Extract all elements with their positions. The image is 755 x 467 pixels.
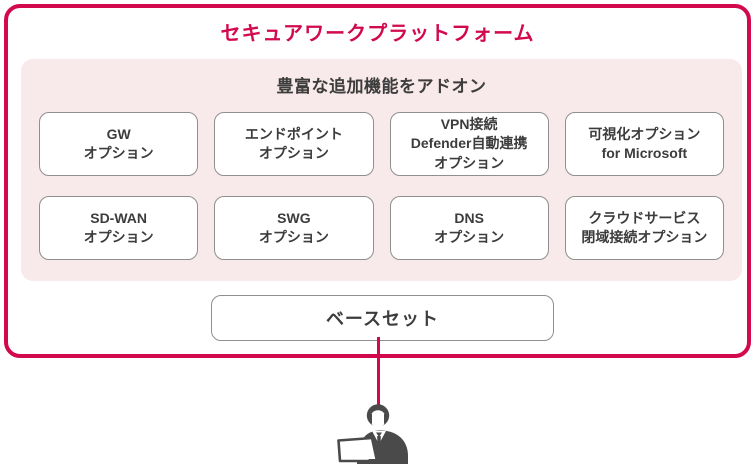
option-box-sd-wan: SD-WAN オプション [39,196,199,260]
option-box-swg: SWG オプション [214,196,374,260]
option-grid: GW オプション エンドポイント オプション VPN接続 Defender自動連… [39,112,724,260]
connector-line [377,337,380,406]
laptop-screen [337,436,379,463]
laptop-base [368,459,393,464]
platform-card: セキュアワークプラットフォーム 豊富な追加機能をアドオン GW オプション エン… [4,4,751,358]
option-box-vpn-defender: VPN接続 Defender自動連携 オプション [389,112,549,176]
person-face [370,410,386,428]
addon-panel: 豊富な追加機能をアドオン GW オプション エンドポイント オプション VPN接… [21,59,742,281]
option-box-endpoint: エンドポイント オプション [214,112,374,176]
base-set-box: ベースセット [211,295,554,341]
addon-panel-title: 豊富な追加機能をアドオン [276,77,487,96]
option-box-cloud-private-connect: クラウドサービス 閉域接続オプション [564,196,724,260]
person-tie [376,432,382,451]
platform-title: セキュアワークプラットフォーム [220,23,535,45]
option-box-visualization-for-microsoft: 可視化オプション for Microsoft [564,112,724,176]
option-box-gw: GW オプション [39,112,199,176]
option-box-dns: DNS オプション [389,196,549,260]
user-with-laptop-icon [337,404,408,464]
